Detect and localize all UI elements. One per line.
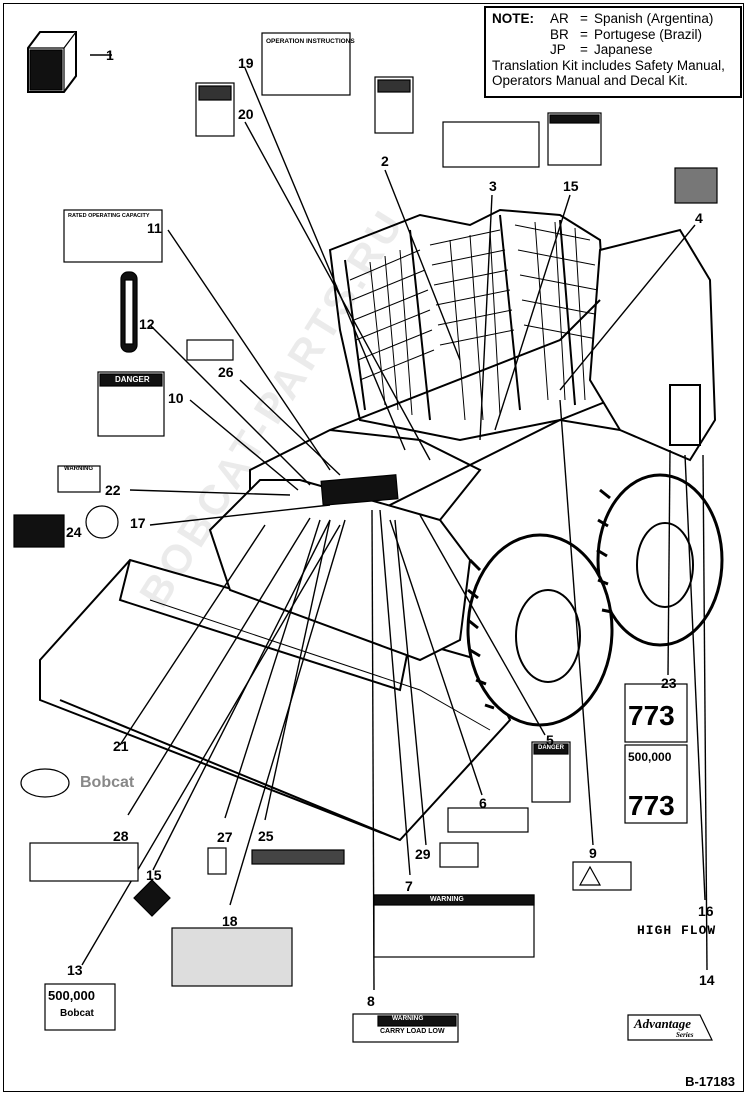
note-code: AR	[550, 11, 569, 26]
note-label: NOTE:	[492, 11, 534, 26]
note-row-ar: NOTE: AR = Spanish (Argentina)	[492, 11, 734, 27]
warning-decal-22: WARNING	[64, 466, 93, 472]
note-language: Spanish (Argentina)	[594, 11, 714, 26]
note-eq: =	[580, 26, 588, 42]
note-language: Japanese	[594, 42, 653, 57]
callout-12: 12	[139, 316, 155, 332]
callout-26: 26	[218, 364, 234, 380]
callout-3: 3	[489, 178, 497, 194]
note-code: BR	[550, 26, 569, 42]
callout-1: 1	[106, 47, 114, 63]
model-773-decal-b: 773	[628, 790, 675, 821]
callout-23: 23	[661, 675, 677, 691]
callout-4: 4	[695, 210, 703, 226]
callout-15-top: 15	[563, 178, 579, 194]
callout-22: 22	[105, 482, 121, 498]
callout-20: 20	[238, 106, 254, 122]
note-row-br: BR = Portugese (Brazil)	[492, 27, 734, 43]
callout-5: 5	[546, 732, 554, 748]
note-code: JP	[550, 42, 566, 57]
callout-7: 7	[405, 878, 413, 894]
advantage-series-decal: Series	[676, 1031, 694, 1039]
callout-6: 6	[479, 795, 487, 811]
callout-2: 2	[381, 153, 389, 169]
advantage-decal: Advantage	[634, 1016, 692, 1031]
callout-18: 18	[222, 913, 238, 929]
five-hundred-decal-b: 500,000	[628, 750, 672, 764]
callout-28: 28	[113, 828, 129, 844]
note-kit-line-1: Translation Kit includes Safety Manual,	[492, 57, 725, 73]
warning-decal-8: WARNING	[392, 1015, 424, 1022]
note-eq: =	[580, 42, 588, 57]
note-row-jp: JP = Japanese	[492, 42, 734, 58]
callout-11: 11	[147, 220, 162, 236]
callout-25: 25	[258, 828, 274, 844]
callout-16: 16	[698, 903, 714, 919]
five-hundred-decal-13: 500,000	[48, 988, 95, 1003]
callout-14: 14	[699, 972, 715, 988]
callout-15-bottom: 15	[146, 867, 162, 883]
note-kit-line-2: Operators Manual and Decal Kit.	[492, 73, 688, 88]
callout-24: 24	[66, 524, 82, 540]
diagram-frame	[3, 3, 744, 1092]
carry-load-low-decal: CARRY LOAD LOW	[380, 1028, 445, 1035]
callout-9: 9	[589, 845, 597, 861]
rated-capacity-decal: RATED OPERATING CAPACITY	[68, 213, 150, 219]
callout-29: 29	[415, 846, 431, 862]
danger-decal-10: DANGER	[115, 375, 150, 384]
callout-19: 19	[238, 55, 254, 71]
note-eq: =	[580, 11, 588, 26]
callout-8: 8	[367, 993, 375, 1009]
figure-reference: B-17183	[685, 1074, 735, 1089]
bobcat-decal-21: Bobcat	[80, 774, 135, 791]
callout-13: 13	[67, 962, 83, 978]
high-flow-decal: HIGH FLOW	[637, 923, 717, 938]
note-language: Portugese (Brazil)	[594, 26, 703, 42]
callout-27: 27	[217, 829, 233, 845]
translation-note: NOTE: AR = Spanish (Argentina) BR = Port…	[484, 6, 742, 98]
callout-10: 10	[168, 390, 184, 406]
model-773-decal-a: 773	[628, 700, 675, 731]
operation-instructions-decal: OPERATION INSTRUCTIONS	[266, 38, 355, 45]
bobcat-decal-13: Bobcat	[60, 1008, 94, 1019]
warning-decal-7: WARNING	[430, 896, 464, 903]
callout-21: 21	[113, 738, 129, 754]
danger-decal-5: DANGER	[538, 745, 565, 751]
callout-17: 17	[130, 515, 146, 531]
